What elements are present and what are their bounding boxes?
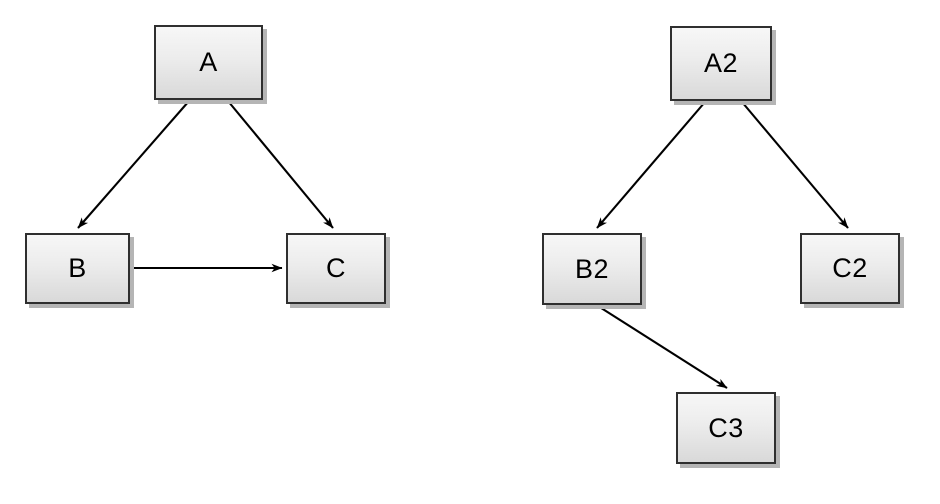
node-c[interactable]: C <box>286 233 386 304</box>
node-label: B <box>68 253 87 283</box>
node-b2[interactable]: B2 <box>542 233 642 305</box>
edge-a-to-b <box>77 100 190 229</box>
edge-a2-to-b2 <box>596 101 706 229</box>
node-c3[interactable]: C3 <box>676 392 776 464</box>
node-a2[interactable]: A2 <box>670 26 772 101</box>
node-c2[interactable]: C2 <box>800 233 900 304</box>
node-label: B2 <box>574 253 610 284</box>
node-label: C <box>326 253 346 283</box>
node-label: C2 <box>832 253 868 283</box>
edge-b2-to-c3 <box>597 305 728 389</box>
node-b[interactable]: B <box>25 233 130 304</box>
node-a[interactable]: A <box>154 25 263 100</box>
edge-a-to-c <box>227 100 334 229</box>
node-label: A2 <box>703 48 739 78</box>
node-label: A <box>199 47 218 77</box>
edge-a2-to-c2 <box>741 101 849 229</box>
node-label: C3 <box>708 412 744 443</box>
